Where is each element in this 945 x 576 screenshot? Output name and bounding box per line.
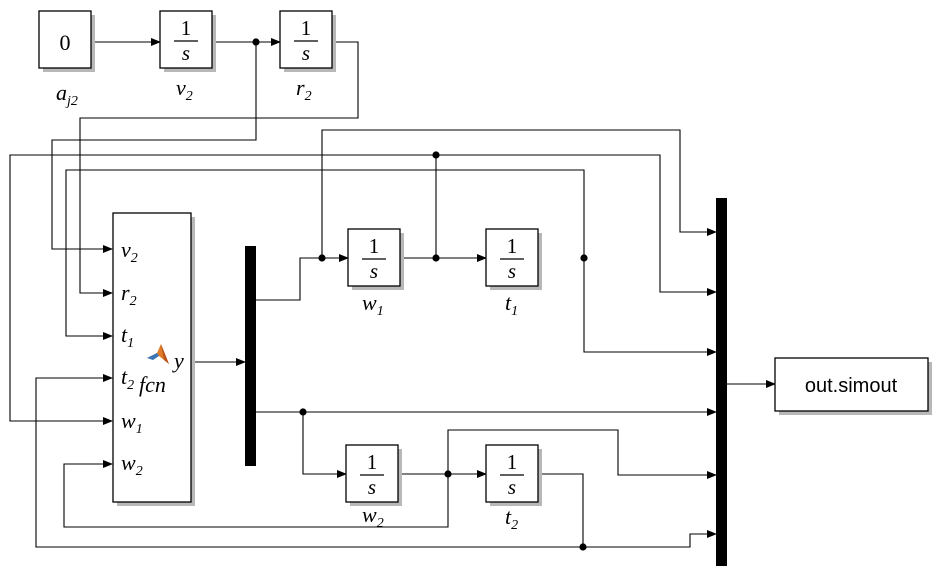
fcn-input-w2: w2 (121, 450, 143, 479)
integrator-numerator: 1 (507, 450, 518, 474)
matlab-logo-icon (147, 344, 169, 364)
wire-r2-feedback (79, 41, 359, 297)
integrator-numerator: 1 (367, 450, 378, 474)
fcn-input-w1: w1 (121, 408, 143, 437)
integrator-numerator: 1 (369, 234, 380, 258)
junction-dots (252, 38, 588, 551)
wire-w2-feedback (63, 460, 449, 528)
integrator-block-t1[interactable]: 1 s (485, 228, 542, 290)
signal-lines (9, 38, 776, 548)
fcn-input-r2: r2 (121, 280, 137, 309)
integrator-numerator: 1 (301, 16, 312, 40)
junction-dot (444, 470, 452, 478)
to-workspace-label: out.simout (805, 375, 898, 397)
fcn-input-t2: t2 (121, 364, 134, 393)
fcn-name: fcn (139, 372, 166, 397)
wire-v2-feedback (51, 42, 257, 253)
constant-label: aj2 (56, 80, 78, 109)
fcn-output-port: y (172, 348, 184, 373)
mux-bar[interactable] (716, 198, 727, 566)
wire-demux-to-w2 (302, 412, 347, 478)
wire-t2-to-mux (583, 530, 717, 548)
integrator-label-w2: w2 (362, 502, 384, 531)
integrator-block-t2[interactable]: 1 s (485, 444, 542, 506)
constant-value: 0 (60, 30, 71, 55)
integrator-label-v2: v2 (176, 75, 193, 104)
junction-dot (299, 408, 307, 416)
wire-w2-to-mux (447, 429, 717, 479)
fcn-input-v2: v2 (121, 237, 138, 266)
integrator-denominator: s (508, 259, 516, 283)
wire-t1-to-mux (583, 258, 717, 356)
integrator-block-r2[interactable]: 1 s (279, 10, 336, 72)
integrator-block-v2[interactable]: 1 s (159, 10, 216, 72)
demux-bar[interactable] (245, 246, 256, 466)
integrator-label-t1: t1 (505, 290, 518, 319)
wire-w1-feedback (9, 154, 436, 425)
junction-dot (579, 543, 587, 551)
integrator-denominator: s (508, 475, 516, 499)
integrator-block-w2[interactable]: 1 s (345, 444, 402, 506)
wire-t1-feedback (65, 169, 585, 340)
integrator-label-w1: w1 (362, 290, 384, 319)
wire-w1dot-to-mux (321, 129, 717, 258)
integrator-label-t2: t2 (505, 504, 518, 533)
wire-demux-to-w1 (256, 254, 349, 301)
wire-t2-feedback (35, 374, 584, 548)
integrator-block-w1[interactable]: 1 s (347, 228, 404, 290)
to-workspace-block[interactable]: out.simout (774, 357, 932, 415)
wire-w1-to-mux (436, 154, 717, 296)
constant-block-aj2[interactable]: 0 (38, 10, 95, 72)
matlab-function-block[interactable]: v2 r2 t1 t2 w1 w2 fcn y (112, 212, 195, 506)
junction-dot (432, 254, 440, 262)
junction-dot (432, 151, 440, 159)
integrator-denominator: s (368, 475, 376, 499)
fcn-input-t1: t1 (121, 322, 134, 351)
junction-dot (580, 254, 588, 262)
integrator-denominator: s (182, 41, 190, 65)
integrator-numerator: 1 (181, 16, 192, 40)
integrator-numerator: 1 (507, 234, 518, 258)
integrator-denominator: s (370, 259, 378, 283)
integrator-label-r2: r2 (296, 75, 312, 104)
junction-dot (318, 254, 326, 262)
integrator-denominator: s (302, 41, 310, 65)
junction-dot (252, 38, 260, 46)
